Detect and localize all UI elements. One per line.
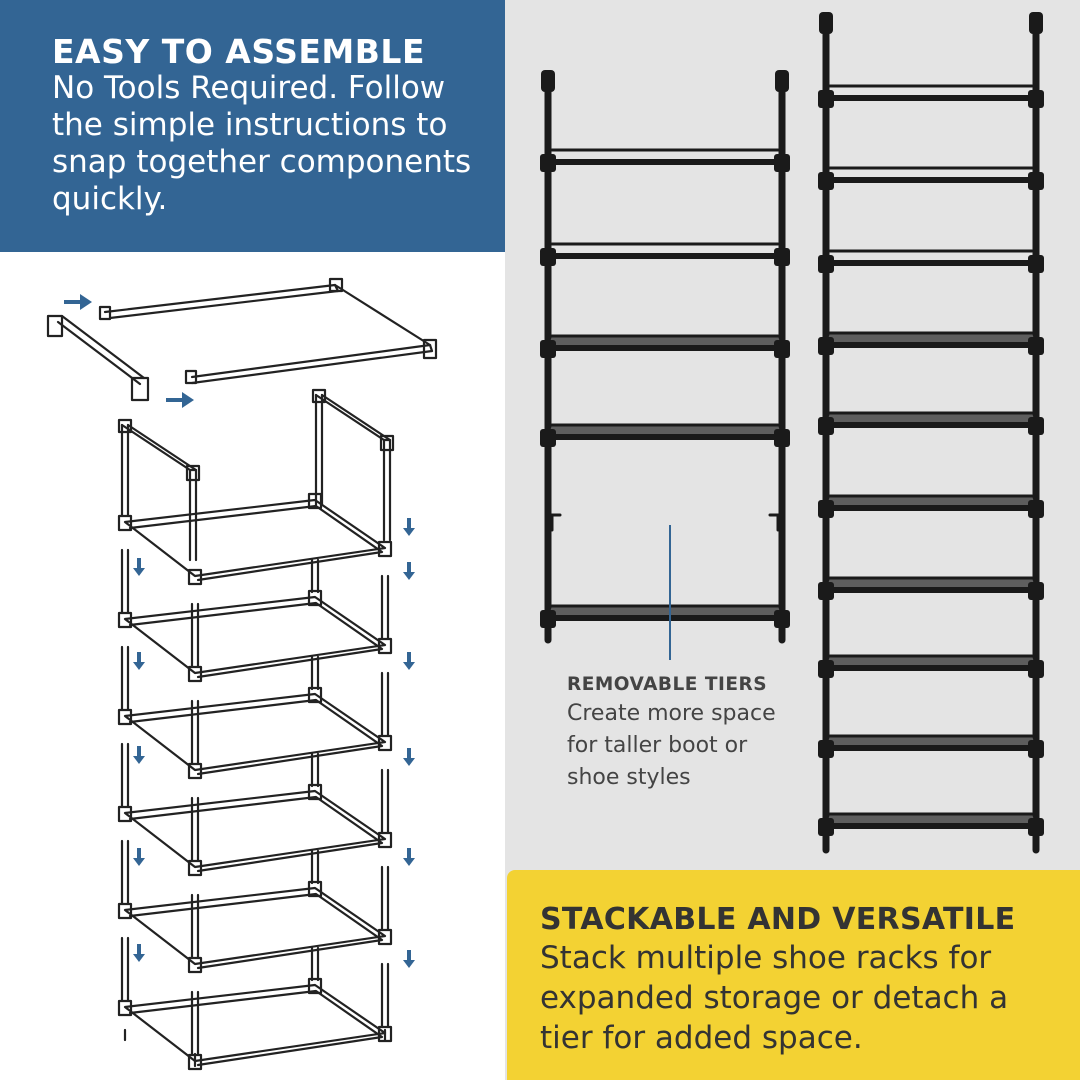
arrow-down-icon xyxy=(133,848,145,866)
arrow-down-icon xyxy=(403,950,415,968)
shelf-tier xyxy=(123,692,387,772)
stack-title: STACKABLE AND VERSATILE xyxy=(540,902,1016,937)
arrow-down-icon xyxy=(133,944,145,962)
arrow-right-icon xyxy=(166,392,194,408)
assemble-info-box: EASY TO ASSEMBLE No Tools Required. Foll… xyxy=(0,0,505,252)
arrow-down-icon xyxy=(133,558,145,576)
tiers-title: REMOVABLE TIERS xyxy=(567,674,768,695)
arrow-down-icon xyxy=(403,748,415,766)
shelf-tier xyxy=(123,886,387,966)
arrow-down-icon xyxy=(133,746,145,764)
stack-description: Stack multiple shoe racks for expanded s… xyxy=(540,940,1009,1056)
arrow-down-icon xyxy=(403,518,415,536)
assemble-title: EASY TO ASSEMBLE xyxy=(52,32,425,71)
shelf-tier xyxy=(123,983,387,1063)
arrow-down-icon xyxy=(403,562,415,580)
assemble-description: No Tools Required. Follow the simple ins… xyxy=(52,70,472,217)
arrow-down-icon xyxy=(133,652,145,670)
shelf-tier xyxy=(123,498,387,578)
assembly-diagram xyxy=(46,277,438,1071)
stacked-racks-photo xyxy=(540,12,1044,854)
tiers-description: Create more space for taller boot or sho… xyxy=(567,701,776,790)
arrow-down-icon xyxy=(403,652,415,670)
arrow-right-icon xyxy=(64,294,92,310)
arrow-down-icon xyxy=(403,848,415,866)
shelf-tier xyxy=(123,789,387,869)
shelf-tier xyxy=(123,595,387,675)
removable-tiers-callout: REMOVABLE TIERS Create more space for ta… xyxy=(567,672,807,794)
stackable-info-box: STACKABLE AND VERSATILE Stack multiple s… xyxy=(507,870,1080,1080)
